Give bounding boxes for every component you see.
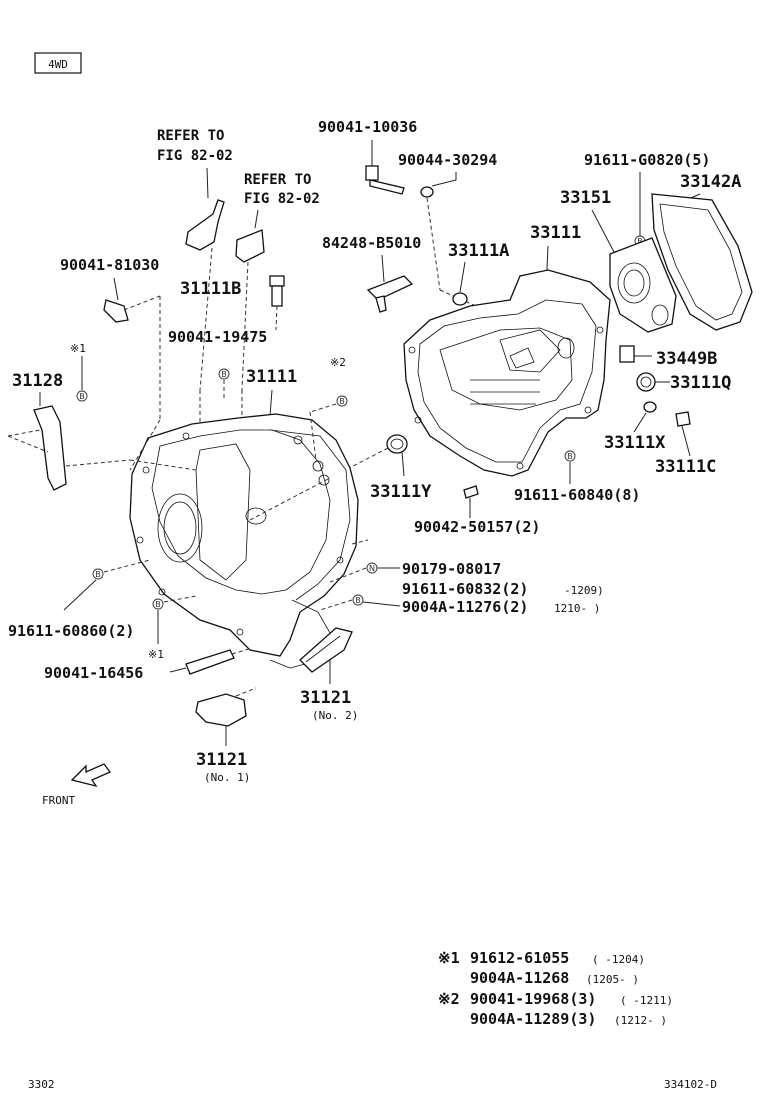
plate-33151 <box>609 237 677 333</box>
part-90042-50157: 90042-50157(2) <box>414 518 540 536</box>
part-31121-no1-sub: (No. 1) <box>204 771 250 784</box>
part-90044-30294: 90044-30294 <box>398 151 497 169</box>
part-90041-16456: 90041-16456 <box>44 664 143 682</box>
part-33142A: 33142A <box>680 172 741 192</box>
svg-text:B: B <box>221 370 227 379</box>
bolt-90041-10036 <box>365 165 379 181</box>
part-31128: 31128 <box>12 371 63 391</box>
refer-label-2-line1: REFER TO <box>244 172 311 188</box>
stud-90041-16456 <box>185 649 235 675</box>
note-4-part: 9004A-11289(3) <box>470 1010 596 1028</box>
bracket-31128 <box>33 405 67 491</box>
part-33111C: 33111C <box>655 457 716 477</box>
note-3-part: 90041-19968(3) <box>470 990 596 1008</box>
svg-text:B: B <box>567 452 573 461</box>
note-2-part: 9004A-11268 <box>470 969 569 987</box>
badge-label: 4WD <box>48 58 68 71</box>
sensor-31111B <box>269 275 285 287</box>
plug-33111C <box>675 411 691 427</box>
svg-text:N: N <box>369 564 375 573</box>
note-3-range: ( -1211) <box>620 994 673 1007</box>
svg-text:B: B <box>155 600 161 609</box>
part-90179-08017: 90179-08017 <box>402 560 501 578</box>
part-33111X: 33111X <box>604 433 666 453</box>
cover-31121-no1 <box>195 693 247 727</box>
part-91611-60860: 91611-60860(2) <box>8 622 134 640</box>
refer-label-2-line2: FIG 82-02 <box>244 191 320 207</box>
note-1-part: 91612-61055 <box>470 949 569 967</box>
seal-33111Q <box>636 372 656 392</box>
footer-page-number: 3302 <box>28 1078 55 1091</box>
part-91611-60832-range: -1209) <box>564 584 604 597</box>
front-arrow-icon <box>70 763 112 788</box>
washer-90044-30294 <box>420 186 434 198</box>
bolt-90041-81030 <box>103 299 129 323</box>
part-90041-81030: 90041-81030 <box>60 256 159 274</box>
svg-text:B: B <box>355 596 361 605</box>
part-31121-no2-sub: (No. 2) <box>312 709 358 722</box>
gasket-33142A <box>651 193 753 331</box>
part-90041-19475: 90041-19475 <box>168 328 267 346</box>
bracket-part-2 <box>235 229 265 263</box>
part-33111-rear: 33111 <box>530 223 581 243</box>
part-91611-G0820: 91611-G0820(5) <box>584 151 710 169</box>
svg-text:B: B <box>79 392 85 401</box>
note-2-range: (1205- ) <box>586 973 639 986</box>
part-31121-no2: 31121 <box>300 688 351 708</box>
bracket-part-1 <box>185 199 225 251</box>
badge-frame <box>34 52 82 74</box>
part-9004A-11276: 9004A-11276(2) <box>402 598 528 616</box>
seal-33111X <box>643 401 657 413</box>
rear-transmission-case <box>403 269 611 477</box>
svg-text:B: B <box>339 397 345 406</box>
part-33111A: 33111A <box>448 241 509 261</box>
note1-marker-top: ※1 <box>70 342 86 355</box>
dowel-90042-50157 <box>463 485 479 499</box>
part-91611-60840: 91611-60840(8) <box>514 486 640 504</box>
part-31111-front: 31111 <box>246 367 297 387</box>
part-84248-B5010: 84248-B5010 <box>322 234 421 252</box>
note-3-mark: ※2 <box>438 990 460 1008</box>
svg-text:B: B <box>637 237 643 246</box>
part-33111Y: 33111Y <box>370 482 432 502</box>
part-33111Q: 33111Q <box>670 373 731 393</box>
refer-label-1-line1: REFER TO <box>157 128 224 144</box>
seal-33111A <box>452 292 468 306</box>
refer-label-1-line2: FIG 82-02 <box>157 148 233 164</box>
part-90041-10036: 90041-10036 <box>318 118 417 136</box>
note-4-range: (1212- ) <box>614 1014 667 1027</box>
plug-33449B <box>619 345 635 363</box>
clutch-housing-31111 <box>129 413 359 657</box>
cover-31121-no2 <box>299 627 353 673</box>
switch-84248-B5010 <box>366 275 414 301</box>
note-1-range: ( -1204) <box>592 953 645 966</box>
note-1-mark: ※1 <box>438 949 460 967</box>
footer-figure-id: 334102-D <box>664 1078 717 1091</box>
note1-marker-bottom: ※1 <box>148 648 164 661</box>
seal-33111Y <box>386 434 408 454</box>
svg-text:B: B <box>95 570 101 579</box>
part-33449B: 33449B <box>656 349 717 369</box>
part-9004A-11276-range: 1210- ) <box>554 602 600 615</box>
front-label: FRONT <box>42 794 75 807</box>
note2-marker: ※2 <box>330 356 346 369</box>
part-91611-60832: 91611-60832(2) <box>402 580 528 598</box>
part-33151: 33151 <box>560 188 611 208</box>
part-31121-no1: 31121 <box>196 750 247 770</box>
part-31111B: 31111B <box>180 279 241 299</box>
